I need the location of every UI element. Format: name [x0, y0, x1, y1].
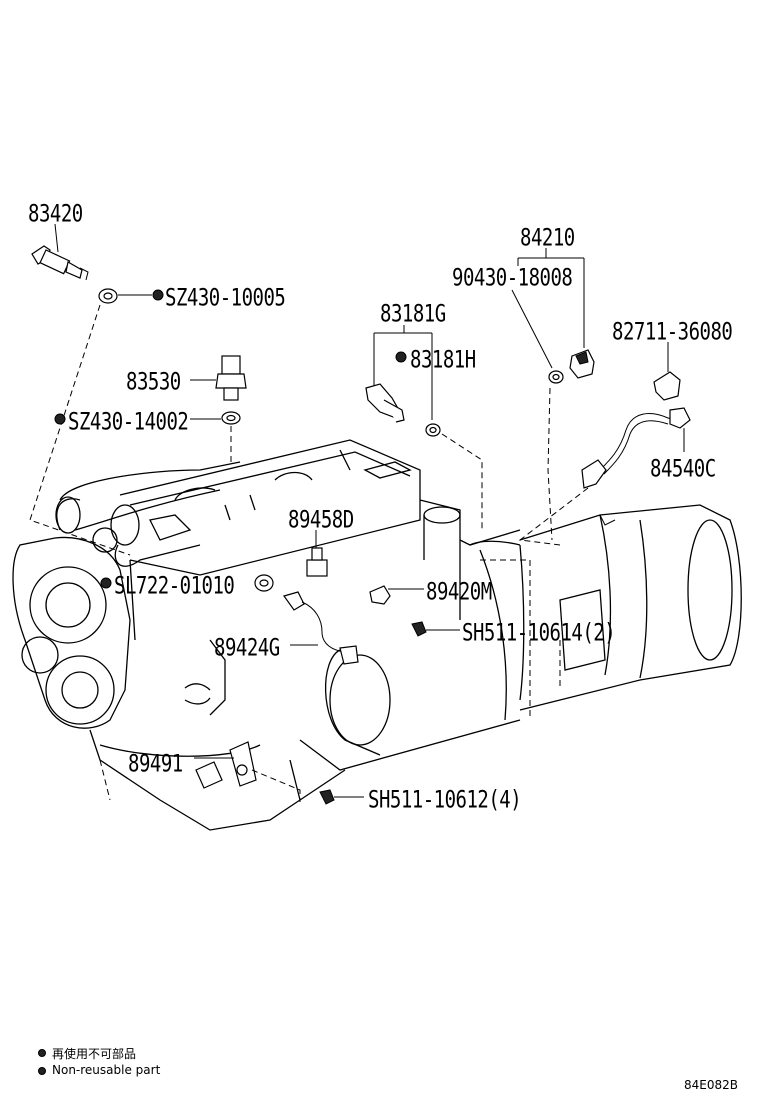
label-84210: 84210	[520, 224, 575, 252]
washer-90430-18008	[548, 370, 564, 384]
washer-sz430-10005	[98, 288, 164, 304]
part-82711-clamp	[653, 342, 681, 401]
label-89458D: 89458D	[288, 506, 354, 534]
leader-83181	[441, 433, 483, 530]
label-82711-36080: 82711-36080	[612, 318, 733, 346]
part-89424G-sensor	[283, 591, 359, 665]
part-84540C-sensor	[581, 407, 691, 489]
bolt-sh511-10612	[319, 789, 364, 805]
label-83420: 83420	[28, 200, 83, 228]
label-89491: 89491	[128, 750, 183, 778]
label-sh511-10612: SH511-10612(4)	[368, 786, 522, 814]
part-89491-bracket	[194, 741, 301, 802]
part-84210-sender	[511, 248, 595, 379]
leader-84210	[547, 387, 553, 541]
engine-illustration	[12, 439, 742, 831]
label-89420M: 89420M	[426, 578, 492, 606]
legend-bullet-icon	[38, 1067, 46, 1075]
legend-bullet-icon	[38, 1049, 46, 1057]
label-sz430-10005: SZ430-10005	[165, 284, 286, 312]
part-83181G-switch	[365, 325, 433, 423]
label-83181H: 83181H	[410, 346, 476, 374]
diagram-code: 84E082B	[684, 1078, 738, 1092]
label-89424G: 89424G	[214, 634, 280, 662]
legend-english: Non-reusable part	[52, 1063, 161, 1077]
leader-84540	[518, 487, 589, 546]
label-83530: 83530	[126, 368, 181, 396]
label-83181G: 83181G	[380, 300, 446, 328]
part-89458D-switch	[306, 530, 328, 577]
bolt-sh511-10614	[411, 621, 460, 637]
label-sh511-10614: SH511-10614(2)	[462, 619, 616, 647]
label-sz430-14002: SZ430-14002	[68, 408, 189, 436]
part-83420-sensor	[31, 223, 89, 281]
washer-sz430-14002	[54, 411, 241, 425]
label-sl722-01010: SL722-01010	[114, 572, 235, 600]
part-89420M-sensor	[369, 585, 424, 605]
leader-83420	[29, 304, 131, 556]
part-83530-switch	[190, 355, 247, 401]
legend-japanese: 再使用不可部品	[52, 1047, 137, 1061]
washer-sl722-01010	[100, 574, 274, 592]
washer-83181H	[425, 423, 441, 437]
label-84540C: 84540C	[650, 455, 716, 483]
label-90430-18008: 90430-18008	[452, 264, 573, 292]
